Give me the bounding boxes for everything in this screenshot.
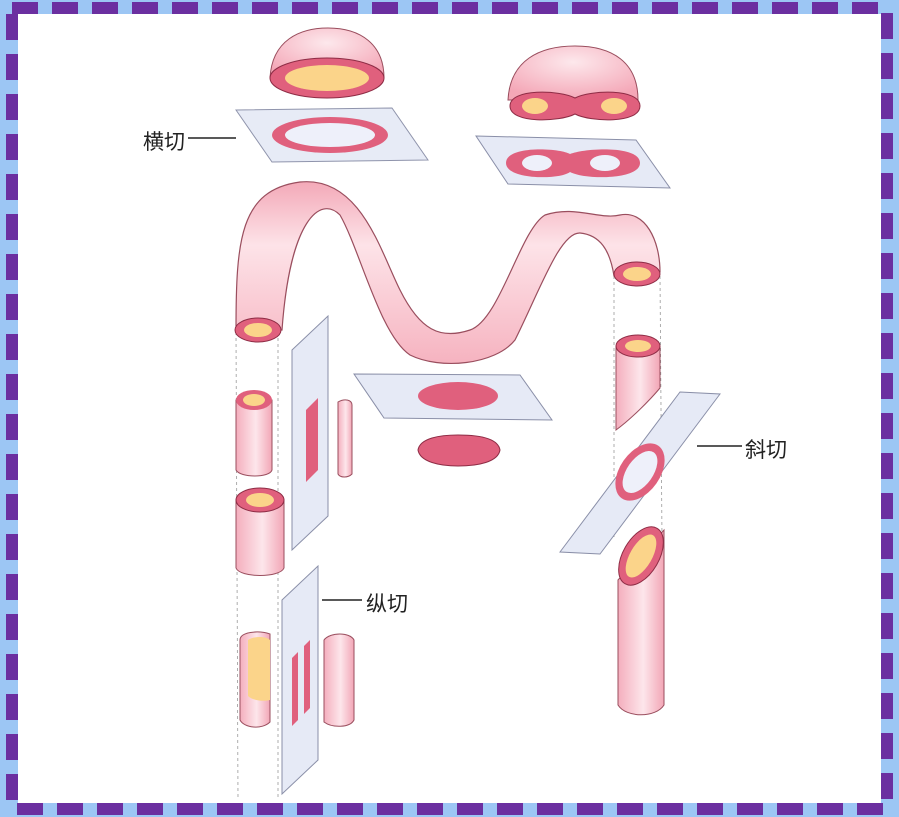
- label-transverse: 横切: [143, 126, 185, 156]
- right-column: [560, 335, 720, 715]
- oblique-branch-slide: [476, 136, 670, 188]
- middle-slide: [354, 374, 552, 466]
- transverse-slide: [236, 108, 428, 162]
- transverse-dome: [270, 28, 384, 98]
- wavy-tube: [235, 182, 660, 364]
- label-oblique: 斜切: [745, 434, 787, 464]
- oblique-branch-dome: [508, 46, 640, 120]
- left-column: [236, 316, 354, 794]
- label-longitudinal: 纵切: [366, 588, 408, 618]
